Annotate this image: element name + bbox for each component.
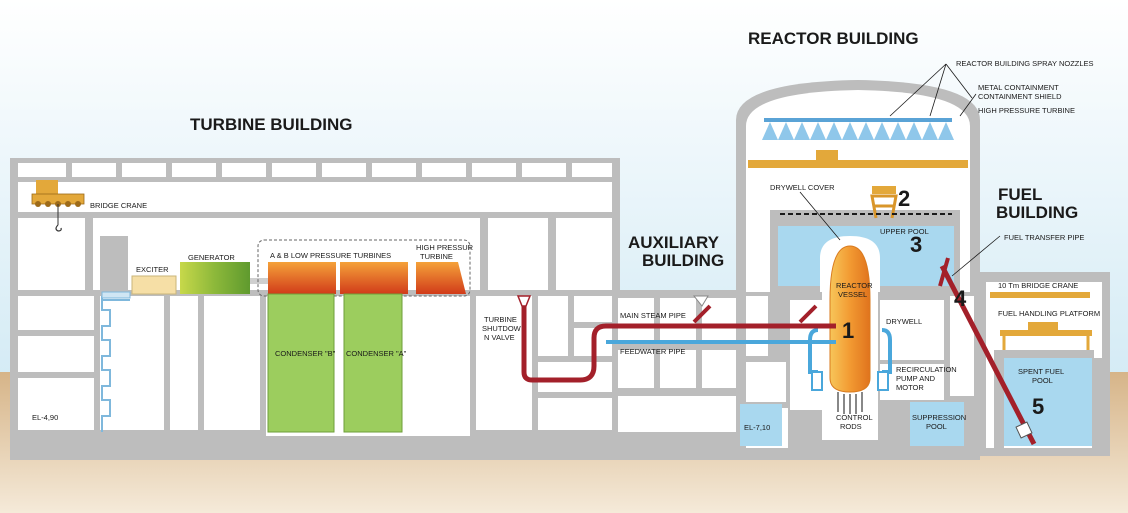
label-turbine-valve-2: SHUTDOW	[482, 324, 522, 333]
label-control-rods-2: RODS	[840, 422, 862, 431]
fuel-building-title-1: FUEL	[998, 185, 1042, 204]
recirc-pump-right	[877, 371, 889, 391]
label-condenser-b: CONDENSER "B"	[275, 349, 336, 358]
label-upper-pool: UPPER POOL	[880, 227, 929, 236]
label-recirc-1: RECIRCULATION	[896, 365, 957, 374]
condenser-b	[267, 293, 335, 433]
label-drywell: DRYWELL	[886, 317, 922, 326]
spray-nozzle-bar	[764, 118, 952, 122]
label-recirc-3: MOTOR	[896, 383, 924, 392]
bridge-crane	[31, 180, 85, 232]
label-reactor-vessel-1: REACTOR	[836, 281, 873, 290]
label-fuel-platform: FUEL HANDLING PLATFORM	[998, 309, 1100, 318]
suppression-pool	[910, 402, 964, 446]
reactor-building	[736, 80, 980, 460]
label-hp-turbine-1: HIGH PRESSUR	[416, 243, 474, 252]
lp-turbine-b	[268, 262, 336, 294]
label-suppression-1: SUPPRESSION	[912, 413, 966, 422]
label-condenser-a: CONDENSER "A"	[346, 349, 407, 358]
marker-2: 2	[898, 186, 910, 211]
refuel-crane	[870, 194, 898, 219]
label-containment-shield: CONTAINMENT SHIELD	[978, 92, 1062, 101]
fuel-building-title-2: BUILDING	[996, 203, 1078, 222]
label-main-steam-pipe: MAIN STEAM PIPE	[620, 311, 686, 320]
turbine-building-title: TURBINE BUILDING	[190, 115, 352, 134]
label-spray-nozzles: REACTOR BUILDING SPRAY NOZZLES	[956, 59, 1094, 68]
label-exciter: EXCITER	[136, 265, 169, 274]
label-hp-turbine-2: TURBINE	[420, 252, 453, 261]
reactor-vessel	[829, 245, 871, 393]
label-generator: GENERATOR	[188, 253, 235, 262]
label-metal-containment: METAL CONTAINMENT	[978, 83, 1059, 92]
control-rods	[837, 392, 863, 414]
main-steam-pipe	[521, 306, 836, 383]
label-spent-fuel-1: SPENT FUEL	[1018, 367, 1064, 376]
label-feedwater-pipe: FEEDWATER PIPE	[620, 347, 685, 356]
marker-3: 3	[910, 232, 922, 257]
reactor-building-title: REACTOR BUILDING	[748, 29, 919, 48]
label-control-rods-1: CONTROL	[836, 413, 873, 422]
label-reactor-vessel-2: VESSEL	[838, 290, 867, 299]
auxiliary-building-title-1: AUXILIARY	[628, 233, 720, 252]
label-turbine-valve-1: TURBINE	[484, 315, 517, 324]
auxiliary-building-title-2: BUILDING	[642, 251, 724, 270]
exciter	[131, 275, 177, 295]
label-lp-turbines: A & B LOW PRESSURE TURBINES	[270, 251, 391, 260]
marker-5: 5	[1032, 394, 1044, 419]
lp-turbine-a	[340, 262, 408, 294]
callout-lines	[799, 63, 1001, 277]
pool-el-710	[740, 404, 782, 446]
marker-1: 1	[842, 318, 854, 343]
fuel-transfer-pipe	[939, 264, 1037, 446]
label-el-710: EL-7,10	[744, 423, 770, 432]
label-el-490: EL-4,90	[32, 413, 58, 422]
label-bridge-crane: BRIDGE CRANE	[90, 201, 147, 210]
marker-4: 4	[954, 286, 967, 311]
label-fuel-bridge-crane: 10 Tm BRIDGE CRANE	[998, 281, 1078, 290]
label-drywell-cover: DRYWELL COVER	[770, 183, 835, 192]
label-spent-fuel-2: POOL	[1032, 376, 1053, 385]
spray-nozzles	[762, 122, 954, 140]
fuel-bridge-crane	[990, 292, 1090, 298]
label-suppression-2: POOL	[926, 422, 947, 431]
label-fuel-transfer-pipe: FUEL TRANSFER PIPE	[1004, 233, 1084, 242]
auxiliary-building	[612, 290, 742, 460]
label-turbine-valve-3: N VALVE	[484, 333, 515, 342]
generator	[180, 262, 250, 294]
label-hp-turbine-top: HIGH PRESSURE TURBINE	[978, 106, 1075, 115]
condenser-a	[343, 293, 403, 433]
recirc-pump-left	[811, 371, 823, 391]
label-recirc-2: PUMP AND	[896, 374, 936, 383]
fuel-handling-platform	[1000, 330, 1092, 336]
fuel-building	[978, 272, 1110, 456]
hp-turbine	[416, 262, 466, 294]
polar-crane	[748, 160, 968, 168]
